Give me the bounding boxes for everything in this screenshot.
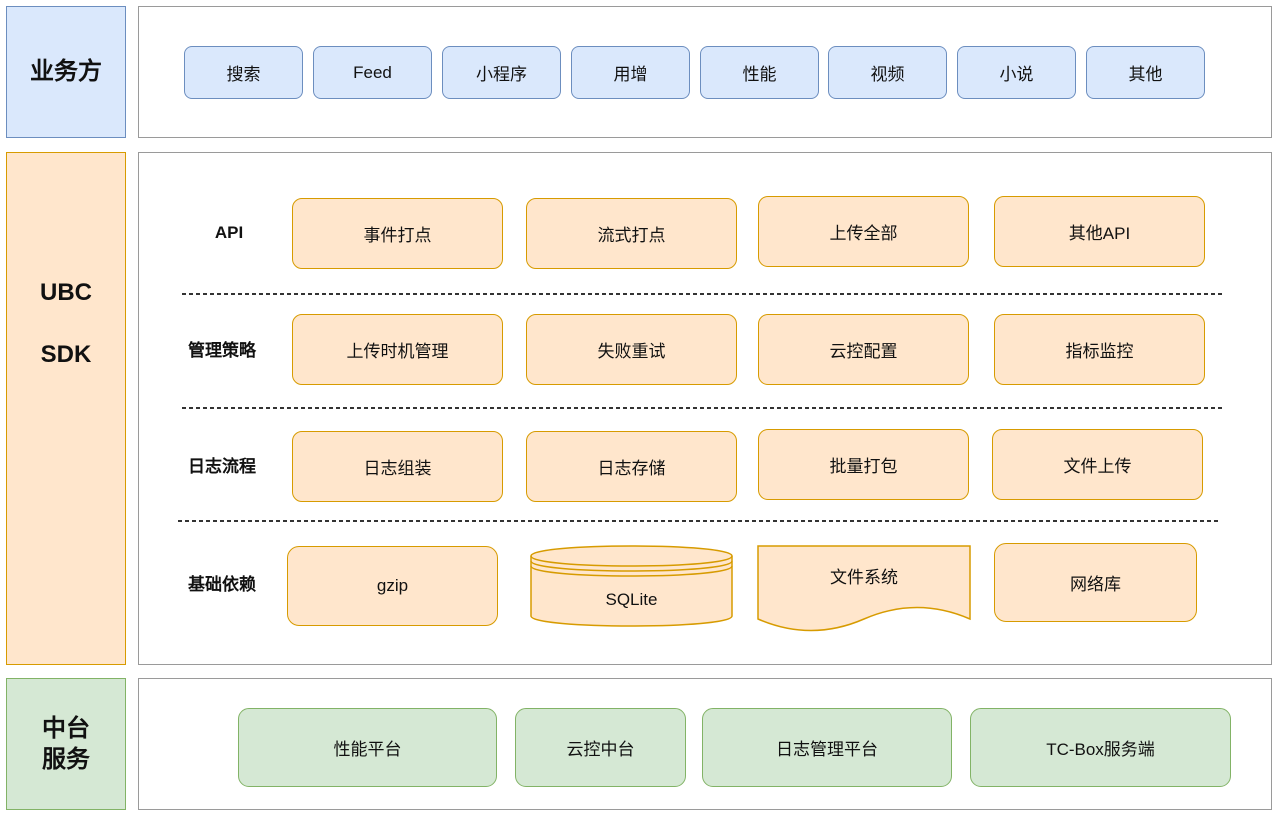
row-separator-1	[182, 293, 1222, 295]
dependency-network-library: 网络库	[994, 543, 1197, 622]
dependency-filesystem-label: 文件系统	[830, 568, 898, 587]
business-item-mini-program: 小程序	[442, 46, 561, 99]
platform-item-tc-box-server: TC-Box服务端	[970, 708, 1231, 787]
business-layer-label-text: 业务方	[30, 58, 102, 85]
business-item-feed: Feed	[313, 46, 432, 99]
strategy-remote-config: 云控配置	[758, 314, 969, 385]
business-layer-label: 业务方	[6, 6, 126, 138]
row-label-log-pipeline: 日志流程	[188, 457, 256, 476]
pipeline-log-assembly: 日志组装	[292, 431, 503, 502]
api-event-tracking: 事件打点	[292, 198, 503, 269]
row-label-api: API	[214, 223, 244, 242]
sdk-layer-label: UBC SDK	[6, 152, 126, 665]
row-separator-3	[178, 520, 1218, 522]
platform-item-performance-platform: 性能平台	[238, 708, 497, 787]
dependency-gzip: gzip	[287, 546, 498, 626]
business-item-search: 搜索	[184, 46, 303, 99]
row-label-base-dependencies: 基础依赖	[188, 575, 256, 594]
business-panel: 搜索 Feed 小程序 用增 性能 视频 小说 其他	[138, 6, 1272, 138]
datastore-cylinder-icon	[530, 545, 733, 627]
sdk-panel: API 事件打点 流式打点 上传全部 其他API 管理策略 上传时机管理 失败重…	[138, 152, 1272, 665]
business-item-video: 视频	[828, 46, 947, 99]
dependency-sqlite-label: SQLite	[605, 590, 658, 609]
business-item-novel: 小说	[957, 46, 1076, 99]
row-label-management-strategy: 管理策略	[188, 341, 256, 360]
strategy-upload-timing: 上传时机管理	[292, 314, 503, 385]
pipeline-log-storage: 日志存储	[526, 431, 737, 502]
sdk-layer-label-line1: UBC	[40, 279, 92, 306]
platform-panel: 性能平台 云控中台 日志管理平台 TC-Box服务端	[138, 678, 1272, 810]
dependency-filesystem: 文件系统	[757, 545, 971, 632]
platform-layer-label-line2: 服务	[42, 746, 90, 773]
strategy-metrics-monitoring: 指标监控	[994, 314, 1205, 385]
pipeline-file-upload: 文件上传	[992, 429, 1203, 500]
document-icon	[757, 545, 971, 632]
pipeline-batch-pack: 批量打包	[758, 429, 969, 500]
row-separator-2	[182, 407, 1222, 409]
business-item-user-growth: 用增	[571, 46, 690, 99]
sdk-layer-label-line2: SDK	[40, 341, 92, 368]
platform-layer-label-line1: 中台	[42, 715, 90, 742]
platform-layer-label: 中台 服务	[6, 678, 126, 810]
strategy-retry-on-failure: 失败重试	[526, 314, 737, 385]
platform-item-log-management: 日志管理平台	[702, 708, 952, 787]
platform-item-remote-config-center: 云控中台	[515, 708, 686, 787]
dependency-sqlite: SQLite	[530, 545, 733, 627]
api-stream-tracking: 流式打点	[526, 198, 737, 269]
api-other: 其他API	[994, 196, 1205, 267]
business-item-performance: 性能	[700, 46, 819, 99]
api-upload-all: 上传全部	[758, 196, 969, 267]
business-item-other: 其他	[1086, 46, 1205, 99]
